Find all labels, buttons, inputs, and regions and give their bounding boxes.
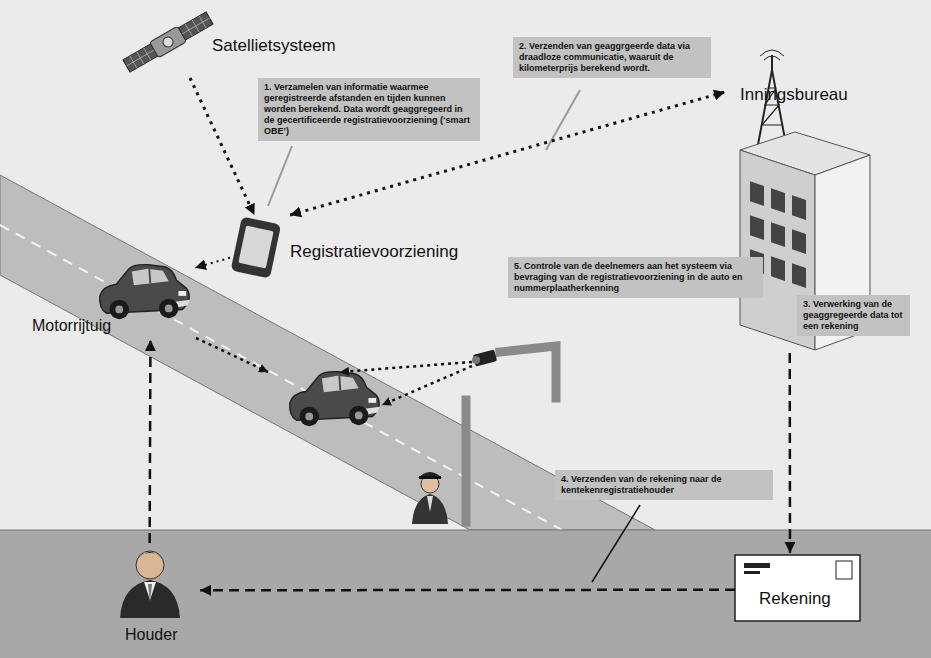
officer-icon — [427, 496, 433, 512]
officer-icon — [418, 472, 442, 478]
person-icon — [120, 580, 180, 618]
building — [771, 256, 785, 281]
officer-icon — [412, 472, 448, 524]
icon-label: Registratievoorziening — [290, 242, 458, 262]
callout-text: 5. Controle van de deelnemers aan het sy… — [514, 261, 757, 294]
phone-icon — [231, 216, 282, 278]
person-icon — [120, 551, 180, 618]
flow-arrow — [148, 340, 151, 543]
antenna-tower — [760, 50, 784, 60]
gantry — [462, 400, 471, 522]
road — [0, 225, 562, 530]
camera-rays — [382, 366, 472, 405]
camera-rays — [340, 362, 472, 405]
flow-arrow — [789, 353, 792, 553]
camera-rays — [340, 362, 472, 372]
antenna-tower — [757, 70, 772, 150]
vehicle-node: Motorrijtuig — [30, 256, 195, 340]
camera-icon — [473, 349, 497, 366]
holder-node: Houder — [105, 543, 200, 653]
envelope-icon — [735, 555, 860, 621]
satellite-icon — [122, 10, 214, 74]
flow-arrow — [195, 258, 230, 268]
envelope-icon — [735, 555, 860, 621]
callout-text: 1. Verzamelen van informatie waarmee ger… — [264, 82, 474, 137]
band-edge — [0, 530, 931, 531]
satellite-icon — [150, 26, 187, 58]
callout-box: 2. Verzenden van geaggrgeerde data via d… — [513, 37, 711, 78]
leader-lines — [268, 146, 292, 206]
building — [750, 215, 764, 240]
icon-label: Inningsbureau — [740, 85, 848, 105]
device-node: Registratievoorziening — [230, 215, 535, 277]
icon-label: Rekening — [759, 589, 831, 609]
satellite-icon — [123, 12, 213, 72]
antenna-tower — [771, 55, 773, 70]
leader-line — [592, 505, 640, 582]
officer-icon — [412, 494, 448, 524]
building — [750, 181, 764, 206]
callout-box: 4. Verzenden van de rekening naar de ken… — [555, 470, 773, 500]
building — [792, 195, 806, 220]
envelope-icon — [836, 561, 852, 579]
camera-icon — [472, 349, 497, 366]
callout-box: 5. Controle van de deelnemers aan het sy… — [508, 257, 763, 298]
gantry — [500, 346, 556, 398]
camera-icon — [472, 356, 480, 364]
officer-icon — [419, 476, 441, 479]
building — [771, 222, 785, 247]
envelope-icon — [744, 571, 760, 574]
satellite-node: Satellietsysteem — [130, 12, 375, 78]
flow-arrow — [200, 588, 735, 591]
leader-lines — [546, 90, 580, 150]
callout-text: 2. Verzenden van geaggrgeerde data via d… — [519, 41, 705, 74]
ground-band — [0, 530, 931, 658]
movement-arrow — [196, 338, 268, 372]
building — [792, 229, 806, 254]
flow-arrow — [190, 78, 254, 215]
icon-label: Houder — [125, 625, 177, 645]
callout-text: 3. Verwerking van de geaggregeerde data … — [803, 299, 904, 332]
building — [792, 263, 806, 288]
callout-text: 4. Verzenden van de rekening naar de ken… — [561, 474, 767, 496]
satellite-icon — [161, 35, 175, 49]
gantry — [466, 346, 556, 522]
invoice-node: Rekening — [735, 553, 860, 621]
icon-label: Motorrijtuig — [32, 316, 111, 336]
person-icon — [136, 551, 164, 579]
callout-box: 3. Verwerking van de geaggregeerde data … — [797, 295, 910, 336]
building — [771, 188, 785, 213]
icon-label: Satellietsysteem — [212, 36, 336, 56]
car-icon — [100, 265, 190, 319]
person-icon — [148, 584, 152, 602]
envelope-icon — [744, 563, 770, 568]
car-icon — [290, 372, 380, 426]
phone-icon — [231, 216, 282, 278]
callout-box: 1. Verzamelen van informatie waarmee ger… — [258, 78, 480, 141]
phone-icon — [238, 226, 273, 269]
person-icon — [136, 552, 164, 562]
